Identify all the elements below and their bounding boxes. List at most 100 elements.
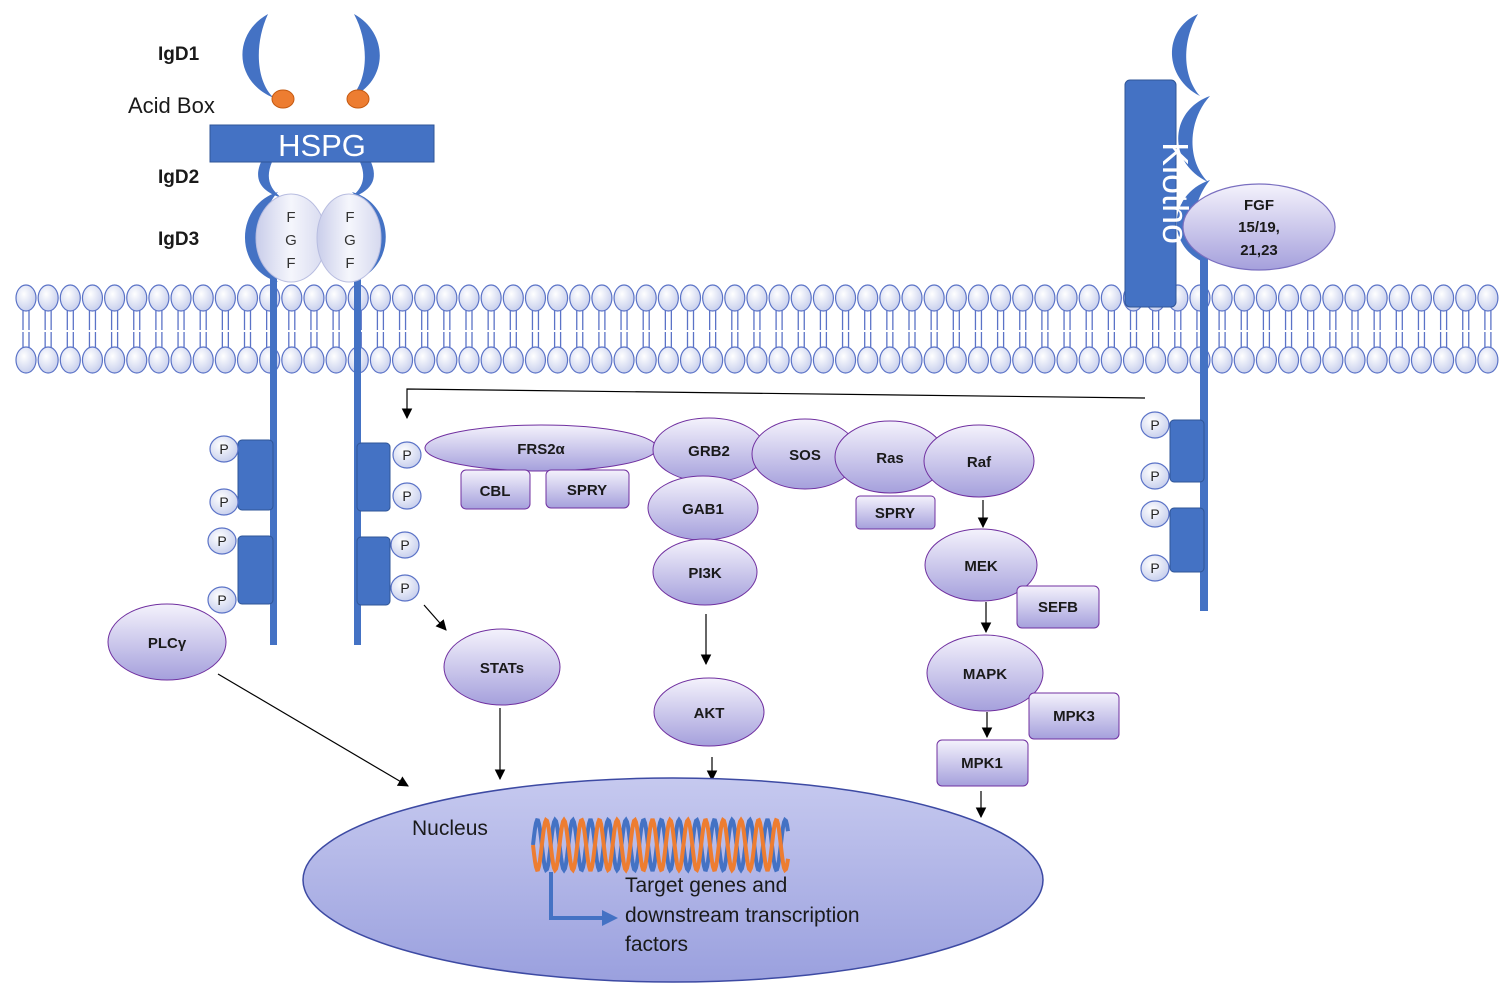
lipid-head	[1255, 346, 1278, 374]
fgf-right-letter-2: G	[344, 232, 356, 249]
lipid-head	[303, 284, 325, 312]
lipid-head	[1432, 284, 1455, 312]
lipid-head	[81, 346, 104, 374]
lipid-head	[1477, 346, 1499, 374]
lipid-head	[724, 346, 746, 374]
mpk3-label: MPK3	[1053, 708, 1095, 725]
phosphate-circle	[1140, 554, 1170, 582]
lipid-head	[967, 284, 990, 312]
phosphate-circle	[207, 527, 237, 555]
lipid-head	[657, 346, 679, 374]
lipid-head	[192, 346, 214, 374]
lipid-head	[702, 346, 724, 374]
akt-label: AKT	[694, 705, 725, 722]
lipid-head	[502, 284, 524, 312]
phosphate-label: P	[402, 447, 411, 463]
mpk3-node	[1028, 692, 1120, 740]
transcription-arrowhead-icon	[602, 910, 618, 926]
lipid-head	[126, 346, 148, 374]
akt-node	[653, 677, 765, 747]
lipid-head	[126, 284, 148, 312]
cbl-label: CBL	[480, 483, 511, 500]
lipid-head	[1455, 284, 1477, 312]
igd2-domain-right	[350, 160, 374, 198]
phosphate-label: P	[402, 488, 411, 504]
lipid-head	[834, 346, 857, 374]
phosphate-circle	[1140, 500, 1170, 528]
signaling-proteins: FRS2α CBL SPRY GRB2 GAB1 PI3K AKT SOS Ra…	[107, 417, 1120, 787]
lipid-head	[591, 346, 613, 374]
igd2-label: IgD2	[158, 167, 199, 188]
phosphate-circle	[209, 435, 239, 463]
hspg-label: HSPG	[278, 128, 366, 163]
phosphate-circle	[1140, 411, 1170, 439]
lipid-head	[103, 284, 126, 312]
lipid-head	[1366, 346, 1388, 374]
lipid-head	[37, 346, 59, 374]
spry-frs-node	[545, 469, 630, 509]
stats-label: STATs	[480, 660, 524, 677]
igd1-label: IgD1	[158, 44, 200, 65]
lipid-head	[546, 284, 569, 312]
lipid-head	[613, 346, 635, 374]
lipid-head	[812, 284, 835, 312]
mek-label: MEK	[964, 558, 998, 575]
mapk-label: MAPK	[963, 666, 1007, 683]
lipid-head	[148, 346, 170, 374]
phosphate-circle	[390, 531, 420, 559]
lipid-head	[236, 284, 259, 312]
mpk1-label: MPK1	[961, 755, 1003, 772]
lipid-head	[414, 346, 436, 374]
lipid-head	[1455, 346, 1477, 374]
lipid-head	[15, 284, 37, 312]
lipid-head	[436, 284, 458, 312]
lipid-head	[81, 284, 104, 312]
lipid-head	[1410, 284, 1433, 312]
lipid-head	[1012, 346, 1034, 374]
hspg-bar	[209, 124, 435, 163]
plcg-node	[107, 603, 227, 681]
lipid-head	[768, 346, 790, 374]
acid-box-label: Acid Box	[128, 93, 215, 118]
acid-box-left	[271, 89, 295, 109]
lipid-head	[1410, 346, 1433, 374]
lipid-head	[458, 346, 480, 374]
lipid-head	[857, 346, 879, 374]
lipid-head	[1322, 284, 1344, 312]
lipid-head	[1167, 346, 1189, 374]
lipid-head	[1300, 346, 1322, 374]
lipid-head	[369, 346, 391, 374]
lipid-bilayer	[15, 284, 1499, 374]
lipid-head	[1255, 284, 1278, 312]
phosphate-label: P	[1150, 560, 1159, 576]
lipid-head	[1100, 284, 1122, 312]
lipid-head	[1322, 346, 1344, 374]
lipid-head	[1034, 346, 1056, 374]
pi3k-label: PI3K	[688, 565, 722, 582]
igd1-domain-left	[242, 14, 274, 98]
fgf-left-letter-2: G	[285, 232, 297, 249]
mpk1-node	[936, 739, 1029, 787]
lipid-head	[967, 346, 990, 374]
lipid-head	[214, 284, 236, 312]
raf-node	[923, 424, 1035, 498]
lipid-head	[480, 284, 502, 312]
phosphate-label: P	[1150, 468, 1159, 484]
mek-node	[924, 528, 1038, 602]
plcg-label: PLCγ	[148, 635, 187, 652]
kinase-domain-left-lower	[237, 535, 274, 605]
lipid-head	[569, 346, 591, 374]
lipid-head	[812, 346, 835, 374]
lipid-head	[768, 284, 790, 312]
lipid-head	[1233, 284, 1255, 312]
lipid-head	[524, 346, 547, 374]
lipid-head	[1233, 346, 1255, 374]
lipid-head	[1056, 346, 1078, 374]
lipid-head	[591, 284, 613, 312]
igd1-domain-right	[350, 14, 380, 98]
lipid-head	[879, 284, 901, 312]
lipid-head	[635, 284, 657, 312]
fgf-endocrine-ligand	[1182, 183, 1336, 271]
igd2-domain-left	[258, 160, 282, 198]
